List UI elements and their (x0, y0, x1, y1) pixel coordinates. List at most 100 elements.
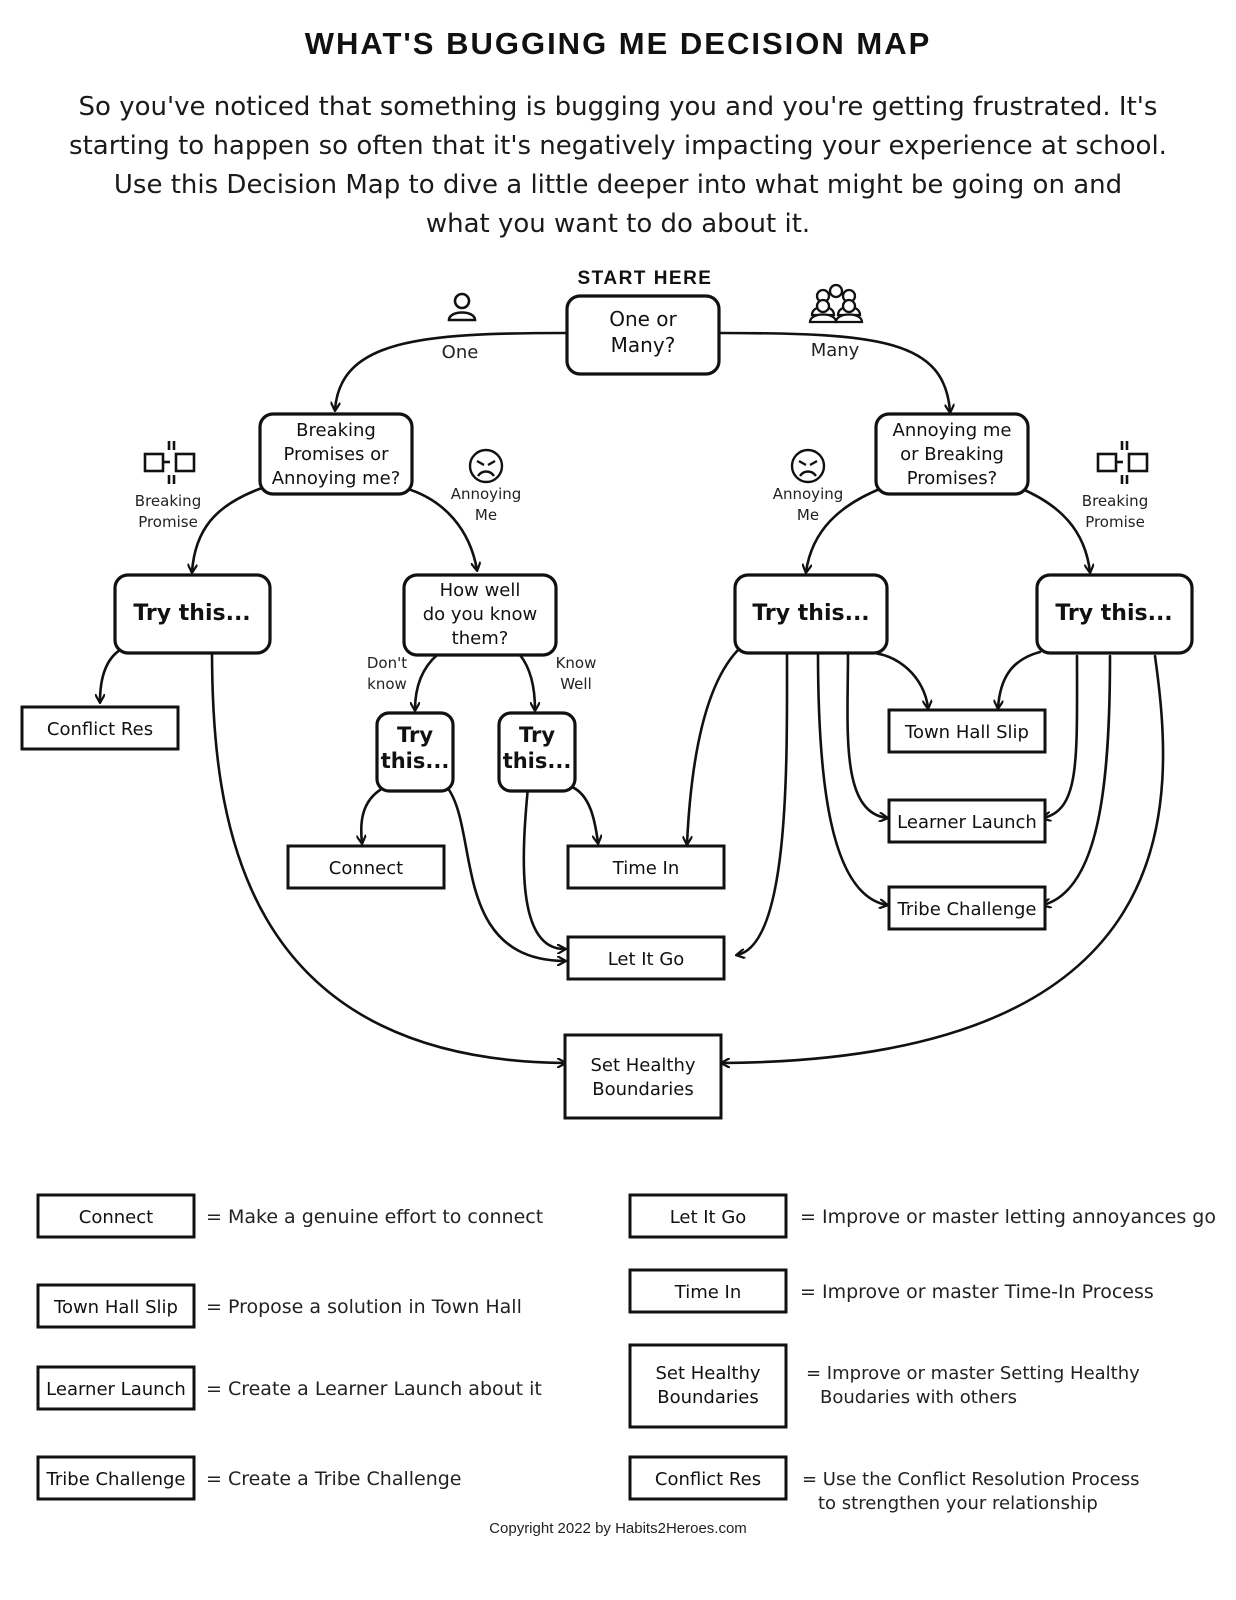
nodes (20, 294, 1194, 1120)
connect-box (286, 844, 446, 890)
person-icon (447, 292, 477, 322)
edge-annoying-left (403, 486, 477, 570)
edge-try-fr-learner (1043, 654, 1079, 818)
edge-try-fr-tribe (1043, 654, 1112, 905)
legend-conflict-res-box (628, 1455, 788, 1501)
try-know-well-box (497, 711, 577, 793)
legend-term: Conflict Res (655, 1469, 761, 1490)
legend-connect-box (36, 1193, 196, 1239)
legend-term: Connect (79, 1207, 153, 1228)
try-left-text: Try this... (133, 601, 250, 626)
try-far-right-box (1035, 573, 1194, 655)
legend-learner-launch-box (36, 1365, 196, 1411)
intro-line: Use this Decision Map to dive a little d… (113, 170, 1123, 200)
tribe-challenge-text: Tribe Challenge (897, 899, 1037, 920)
legend-boxes (36, 1193, 788, 1501)
legend-term: Town Hall Slip (53, 1297, 178, 1318)
legend-let-it-go-box (628, 1193, 788, 1239)
time-in-text: Time In (612, 858, 680, 879)
let-it-go-text: Let It Go (608, 949, 685, 970)
legend-desc: = Propose a solution in Town Hall (206, 1296, 522, 1318)
edge-label-one: One (442, 342, 479, 363)
connectors (100, 331, 1165, 1063)
town-hall-text: Town Hall Slip (904, 722, 1029, 743)
legend-term: Learner Launch (46, 1379, 186, 1400)
broken-chain-icon (143, 441, 196, 484)
legend-desc: = Create a Learner Launch about it (206, 1378, 542, 1400)
edge-try-mr-tribe (816, 650, 887, 905)
intro-paragraph: So you've noticed that something is bugg… (30, 88, 1206, 244)
edge-breaking-left (192, 486, 264, 572)
try-far-right-text: Try this... (1055, 601, 1172, 626)
legend-desc: = Improve or master letting annoyances g… (800, 1206, 1216, 1228)
edge-breaking-right (1018, 486, 1090, 572)
intro-line: what you want to do about it. (425, 209, 811, 239)
time-in-box (566, 844, 726, 890)
conflict-res-text: Conflict Res (47, 719, 153, 740)
legend-desc: = Create a Tribe Challenge (206, 1468, 462, 1490)
edge-try-left-conflict (100, 648, 122, 702)
legend-tribe-challenge-box (36, 1455, 196, 1501)
edge-try-mr-timein (687, 648, 740, 844)
conflict-res-box (20, 705, 180, 751)
edge-try-kw-letitgo (522, 785, 565, 949)
try-left-box (113, 573, 272, 655)
edge-try-mr-letitgo (737, 650, 789, 955)
legend-term: Tribe Challenge (46, 1469, 186, 1490)
learner-launch-text: Learner Launch (897, 812, 1037, 833)
edge-dont-know (415, 653, 439, 710)
legend-descriptions: = Make a genuine effort to connect = Pro… (206, 1206, 1216, 1514)
one-or-many-box (565, 294, 721, 376)
legend-time-in-box (628, 1268, 788, 1314)
angry-face-icon (468, 448, 504, 484)
edge-try-dk-letitgo (445, 785, 565, 961)
edge-try-fr-boundaries (722, 654, 1165, 1063)
legend-town-hall-box (36, 1283, 196, 1329)
tribe-challenge-box (887, 885, 1047, 931)
learner-launch-box (887, 798, 1047, 844)
intro-line: starting to happen so often that it's ne… (69, 131, 1167, 161)
try-dont-know-box (375, 711, 455, 793)
copyright: Copyright 2022 by Habits2Heroes.com (489, 1520, 747, 1537)
edge-try-left-boundaries (210, 648, 565, 1063)
legend-desc: = Make a genuine effort to connect (206, 1206, 543, 1228)
let-it-go-box (566, 935, 726, 981)
connect-text: Connect (329, 858, 403, 879)
edge-one (335, 331, 567, 410)
right-question-box (874, 412, 1030, 496)
edge-try-kw-timein (570, 785, 598, 843)
legend-desc: = Improve or master Time-In Process (800, 1281, 1154, 1303)
legend-terms: Connect Town Hall Slip Learner Launch Tr… (46, 1207, 762, 1490)
broken-chain-icon (1096, 441, 1149, 484)
legend-term: Time In (674, 1282, 742, 1303)
angry-face-icon (790, 448, 826, 484)
left-question-box (258, 412, 414, 496)
how-well-box (402, 573, 558, 657)
try-mid-right-text: Try this... (752, 601, 869, 626)
boundaries-box (563, 1033, 723, 1120)
town-hall-box (887, 708, 1047, 754)
edge-try-dk-connect (361, 785, 387, 843)
try-mid-right-box (733, 573, 889, 655)
start-label: START HERE (578, 268, 713, 289)
edge-try-mr-learner (846, 650, 887, 818)
